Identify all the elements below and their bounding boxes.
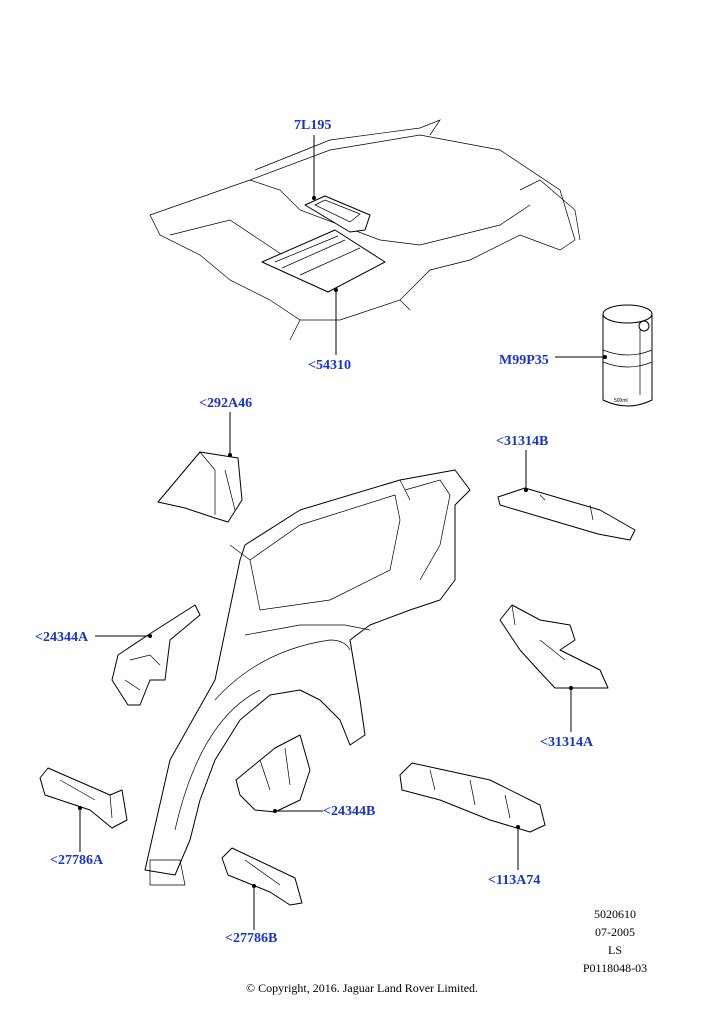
callout-27786b[interactable]: <27786B: [225, 931, 278, 946]
meta-code: 5020610: [594, 907, 636, 921]
part-113a74-drawing: [399, 762, 546, 833]
leader-lines: [78, 135, 607, 930]
part-27786a-drawing: [39, 767, 128, 829]
roof-panel-drawing: [149, 119, 581, 341]
callout-27786a[interactable]: <27786A: [50, 853, 104, 868]
callout-7l195[interactable]: 7L195: [294, 118, 332, 133]
callout-m99p35[interactable]: M99P35: [499, 353, 549, 368]
part-24344b-drawing: [235, 734, 311, 813]
callout-24344a[interactable]: <24344A: [35, 630, 89, 645]
copyright-notice: © Copyright, 2016. Jaguar Land Rover Lim…: [245, 981, 479, 995]
part-31314a-drawing: [499, 604, 609, 689]
meta-reference: P0118048-03: [582, 961, 648, 975]
part-24344a-drawing: [111, 604, 201, 706]
callout-54310[interactable]: <54310: [308, 358, 351, 373]
callout-113a74[interactable]: <113A74: [488, 873, 541, 888]
diagram-metadata: 5020610 07-2005 LS P0118048-03: [565, 905, 665, 977]
part-27786b-drawing: [221, 847, 303, 906]
can-label: 500ml: [614, 398, 628, 404]
meta-model: LS: [607, 943, 622, 957]
meta-date: 07-2005: [595, 925, 635, 939]
callout-31314a[interactable]: <31314A: [540, 735, 594, 750]
part-292a46-drawing: [157, 451, 243, 523]
side-body-panel-drawing: [144, 469, 471, 886]
aerosol-can-drawing: 500ml: [602, 304, 653, 407]
part-31314b-drawing: [497, 487, 636, 541]
callout-24344b[interactable]: <24344B: [323, 804, 376, 819]
callout-292a46[interactable]: <292A46: [199, 396, 253, 411]
callout-31314b[interactable]: <31314B: [496, 434, 549, 449]
